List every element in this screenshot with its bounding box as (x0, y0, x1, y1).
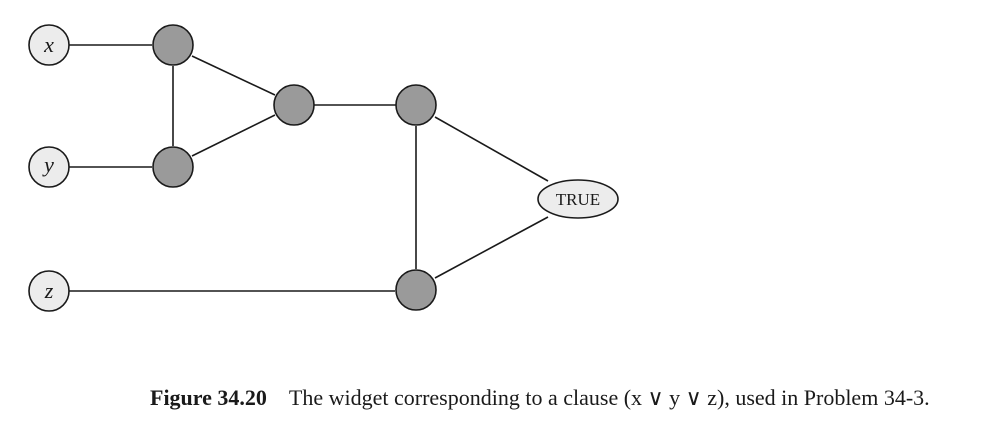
variable-label-z: z (44, 278, 54, 303)
gray-node-2 (152, 146, 194, 188)
figure-number: Figure 34.20 (150, 385, 267, 410)
variable-label-y: y (42, 152, 54, 177)
gray-node-4 (395, 84, 437, 126)
clause-widget-diagram: x y z TRUE (28, 24, 619, 312)
variable-node-z: z (28, 270, 70, 312)
variable-label-x: x (43, 32, 54, 57)
true-node-label: TRUE (556, 190, 600, 209)
edge-g4-true (434, 116, 549, 182)
variable-node-x: x (28, 24, 70, 66)
variable-node-y: y (28, 146, 70, 188)
gray-node-1 (152, 24, 194, 66)
figure-caption: Figure 34.20 The widget corresponding to … (150, 385, 930, 411)
true-node: TRUE (537, 179, 619, 219)
edge-g1-g3 (191, 55, 276, 96)
edge-g5-true (434, 216, 549, 279)
gray-node-3 (273, 84, 315, 126)
gray-node-5 (395, 269, 437, 311)
edge-g2-g3 (191, 114, 276, 157)
caption-text: The widget corresponding to a clause (x … (288, 385, 930, 410)
